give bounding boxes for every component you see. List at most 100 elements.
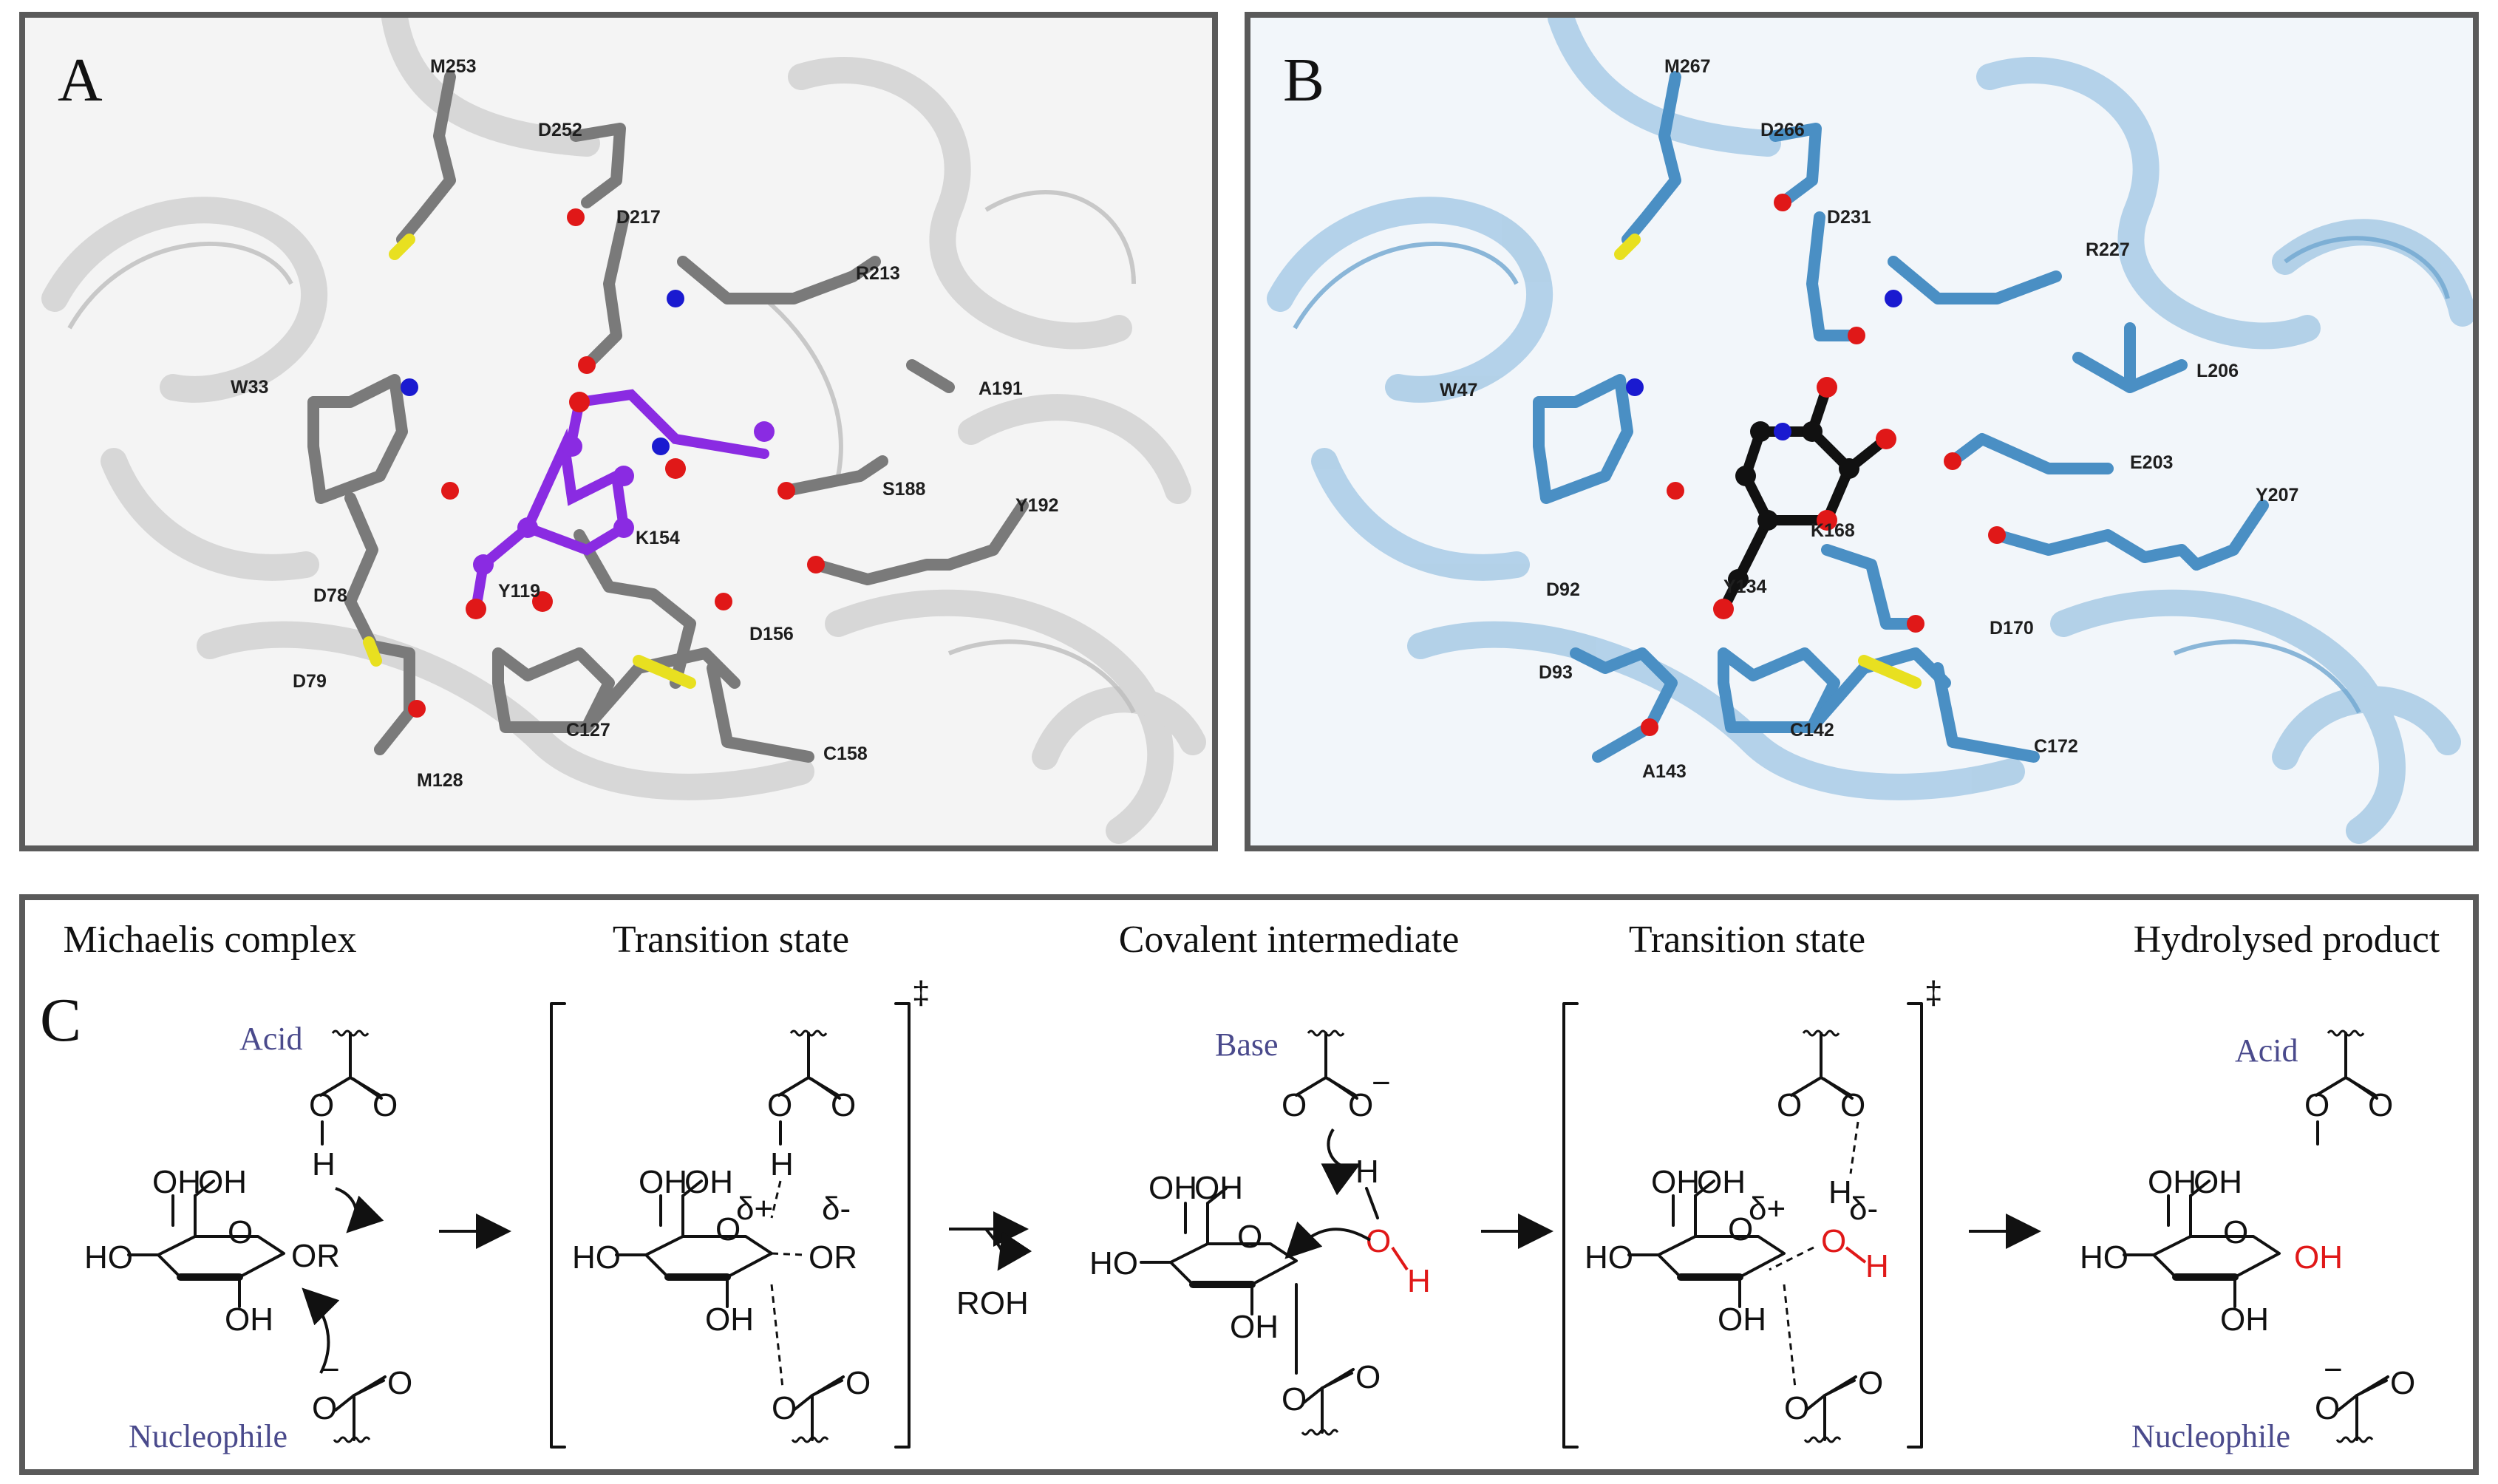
residue-label: M267 xyxy=(1664,56,1711,77)
residue-label: C142 xyxy=(1790,720,1834,741)
covalent-intermediate: Base O O − H O H OH OH HO O OH O O xyxy=(1089,1027,1431,1436)
base-label: Base xyxy=(1215,1027,1279,1063)
acid-label: Acid xyxy=(2235,1032,2298,1069)
residue-label: Y207 xyxy=(2256,485,2299,506)
residue-label: S188 xyxy=(882,479,926,500)
transition-state-2: ‡ O O H δ- O H OH OH HO O δ+ OH O O xyxy=(1562,975,1942,1449)
residue-label: D78 xyxy=(313,585,347,606)
leaving-group: ROH xyxy=(956,1285,1029,1321)
atom-o: O xyxy=(1282,1381,1307,1417)
residue-label: A191 xyxy=(979,378,1023,399)
stage-title: Hydrolysed product xyxy=(2134,919,2440,961)
residue-label: Y134 xyxy=(1723,576,1767,597)
delta-plus: δ+ xyxy=(1749,1191,1786,1227)
atom-oh: OH xyxy=(152,1164,201,1200)
residue-label: L206 xyxy=(2196,361,2239,381)
panel-a-letter: A xyxy=(58,46,103,115)
atom-o: O xyxy=(1728,1211,1753,1248)
residue-label: R227 xyxy=(2086,239,2130,260)
atom-oh: OH xyxy=(1718,1301,1766,1338)
panel-c-letter: C xyxy=(40,986,81,1055)
residue-label: M128 xyxy=(417,770,463,791)
atom-o: O xyxy=(1784,1390,1809,1426)
residue-label: D79 xyxy=(293,671,327,692)
atom-o: O xyxy=(831,1087,856,1123)
residue-label: D170 xyxy=(1990,618,2034,639)
atom-ho: HO xyxy=(2080,1239,2128,1276)
panel-b-letter: B xyxy=(1283,46,1325,115)
atom-or: OR xyxy=(809,1239,857,1276)
atom-oh: OH xyxy=(1697,1164,1746,1200)
atom-o: O xyxy=(2304,1087,2329,1123)
stage-title: Covalent intermediate xyxy=(1119,919,1460,961)
residue-label: D266 xyxy=(1760,120,1805,140)
stage-title: Michaelis complex xyxy=(63,919,356,961)
atom-oh: OH xyxy=(639,1164,687,1200)
atom-o: O xyxy=(1282,1087,1307,1123)
dagger: ‡ xyxy=(912,975,930,1011)
charge-minus: − xyxy=(2324,1352,2343,1388)
atom-oh: OH xyxy=(705,1301,754,1338)
stage-title: Transition state xyxy=(613,919,849,961)
residue-label: K154 xyxy=(636,528,680,548)
acid-label: Acid xyxy=(239,1021,303,1057)
residue-label: K168 xyxy=(1811,520,1855,541)
atom-oh: OH xyxy=(684,1164,733,1200)
atom-oh: OH xyxy=(2220,1301,2269,1338)
atom-o: O xyxy=(312,1390,337,1426)
atom-oh: OH xyxy=(1148,1170,1197,1206)
charge-minus: − xyxy=(321,1352,340,1388)
charge-minus: − xyxy=(1372,1065,1391,1101)
delta-minus: δ- xyxy=(1849,1191,1878,1227)
residue-label: Y119 xyxy=(498,581,541,602)
atom-h: H xyxy=(770,1146,794,1182)
atom-o: O xyxy=(1840,1087,1865,1123)
residue-label: D156 xyxy=(749,624,794,644)
product-hydroxyl: OH xyxy=(2294,1239,2343,1276)
delta-minus: δ- xyxy=(822,1191,851,1227)
atom-o: O xyxy=(1237,1219,1262,1255)
atom-or: OR xyxy=(291,1238,340,1274)
panel-a: A M253 D252 D217 R213 W33 A191 S188 Y192… xyxy=(19,12,1218,851)
nucleophile-label: Nucleophile xyxy=(2131,1418,2290,1454)
residue-label: A143 xyxy=(1642,761,1687,782)
residue-label: D93 xyxy=(1539,662,1573,683)
transition-state-1: ‡ O O H OH OH HO O δ+ δ- OR OH O O xyxy=(550,975,930,1449)
atom-o: O xyxy=(228,1214,253,1250)
residue-label: D217 xyxy=(616,207,661,228)
atom-o: O xyxy=(387,1365,412,1401)
water-hydrogen: H xyxy=(1407,1263,1431,1299)
residue-label: W33 xyxy=(231,377,269,398)
water-oxygen: O xyxy=(1366,1223,1391,1259)
dagger: ‡ xyxy=(1924,975,1942,1011)
atom-o: O xyxy=(2315,1390,2340,1426)
panel-c: Michaelis complex Transition state Coval… xyxy=(19,894,2479,1475)
residue-label: D231 xyxy=(1827,207,1871,228)
atom-o: O xyxy=(715,1211,741,1248)
atom-ho: HO xyxy=(84,1239,133,1276)
atom-o: O xyxy=(1858,1365,1883,1401)
atom-oh: OH xyxy=(2194,1164,2242,1200)
atom-ho: HO xyxy=(1585,1239,1633,1276)
atom-o: O xyxy=(2390,1365,2415,1401)
residue-label: C127 xyxy=(566,720,610,741)
atom-oh: OH xyxy=(198,1164,247,1200)
atom-o: O xyxy=(372,1087,398,1123)
residue-label: E203 xyxy=(2130,452,2174,473)
hydrolysed-product: Acid O O OH OH HO O OH OH − O O Nucleoph… xyxy=(2080,1029,2415,1454)
residue-label: Y192 xyxy=(1015,495,1059,516)
atom-h: H xyxy=(1828,1174,1852,1211)
water-oxygen: O xyxy=(1821,1223,1846,1259)
atom-oh: OH xyxy=(1194,1170,1243,1206)
atom-h: H xyxy=(312,1146,336,1182)
nucleophile-label: Nucleophile xyxy=(129,1418,287,1454)
atom-o: O xyxy=(772,1390,797,1426)
panel-b: B M267 D266 D231 R227 L206 W47 E203 Y207… xyxy=(1245,12,2479,851)
atom-o: O xyxy=(309,1087,334,1123)
stage-title: Transition state xyxy=(1629,919,1865,961)
atom-h: H xyxy=(1355,1154,1379,1190)
residue-label: D252 xyxy=(538,120,582,140)
water-hydrogen: H xyxy=(1865,1248,1889,1284)
atom-o: O xyxy=(2223,1214,2248,1250)
residue-label: R213 xyxy=(856,263,900,284)
